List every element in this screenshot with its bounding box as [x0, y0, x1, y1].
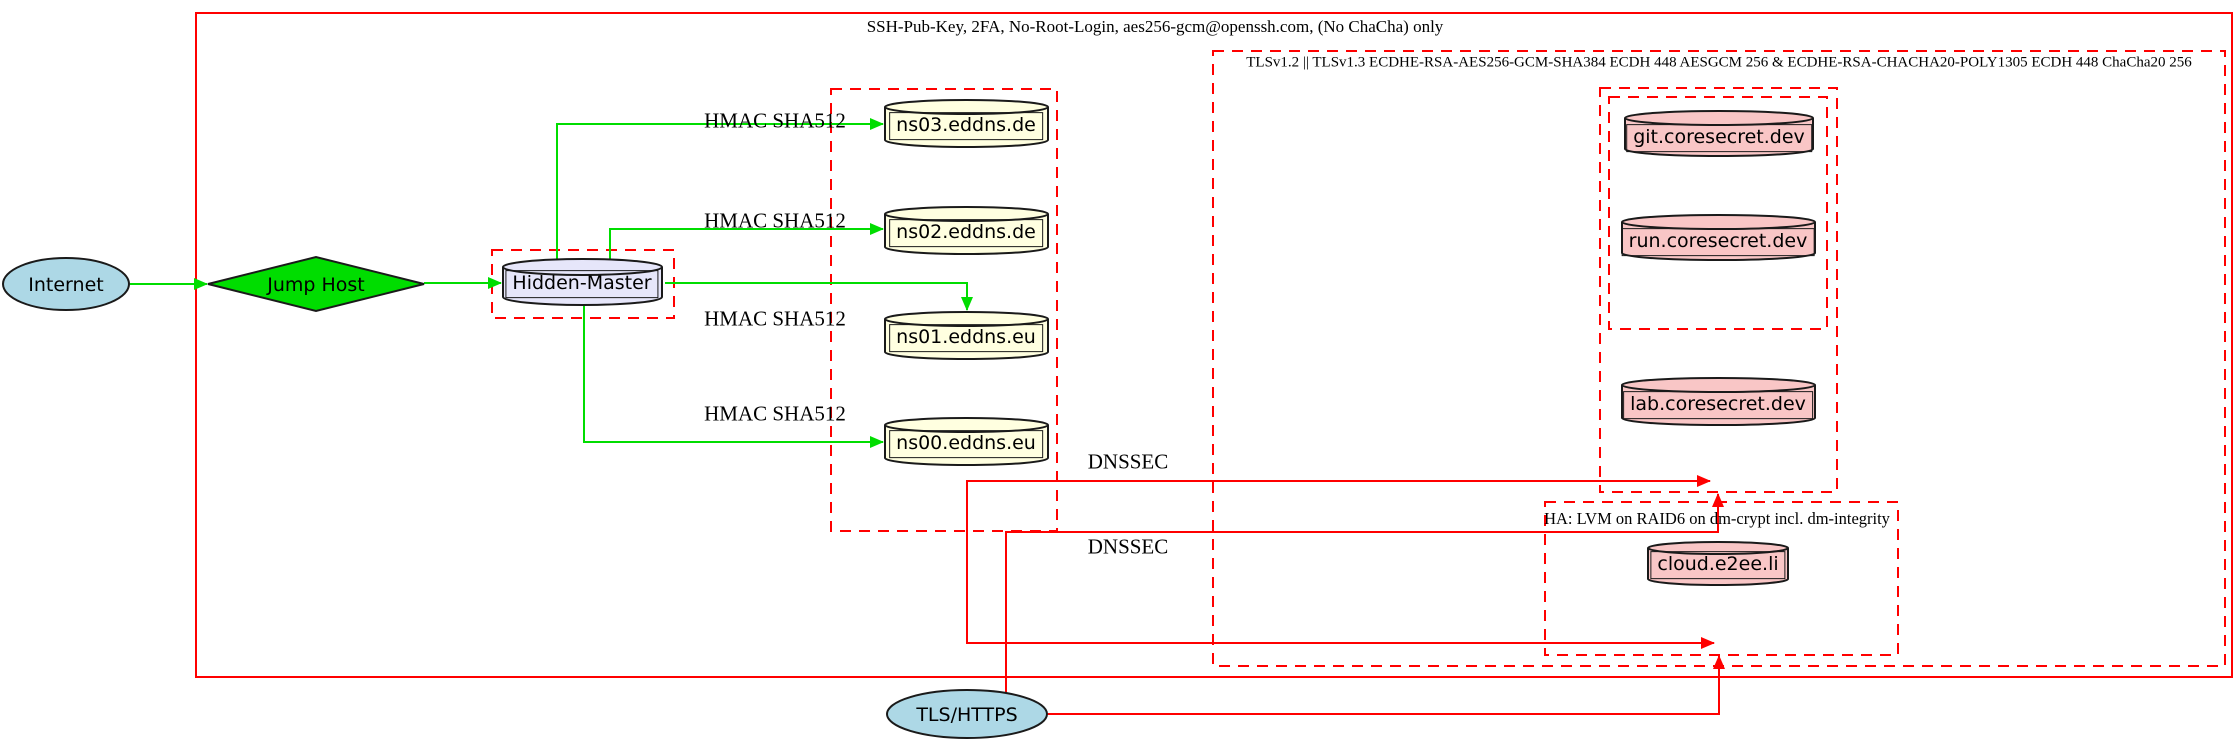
edge-label-hmac-ns03: HMAC SHA512 [704, 108, 846, 133]
edge-label-hmac-ns02: HMAC SHA512 [704, 208, 846, 233]
ns00-label: ns00.eddns.eu [889, 430, 1043, 458]
ns02-cylinder-rim [884, 213, 1049, 222]
coresecret-cluster-box [1599, 87, 1838, 493]
tls-https-label: TLS/HTTPS [916, 704, 1018, 726]
ns00-node [884, 417, 1049, 466]
ns03-label: ns03.eddns.de [889, 112, 1043, 140]
ns02-cylinder [884, 206, 1049, 255]
edge-hiddenmaster-ns00 [583, 306, 884, 448]
ns01-cylinder-rim [884, 318, 1049, 327]
edge-label-hmac-ns00: HMAC SHA512 [704, 401, 846, 426]
run-label: run.coresecret.dev [1621, 228, 1815, 256]
edge-label-hmac-ns01: HMAC SHA512 [704, 306, 846, 331]
jump-host-node [207, 255, 425, 313]
ns01-cylinder [884, 311, 1049, 360]
ns02-label: ns02.eddns.de [889, 219, 1043, 247]
hidden-master-label: Hidden-Master [505, 270, 659, 298]
internet-label: Internet [28, 274, 104, 296]
tls-cluster-label: TLSv1.2 || TLSv1.3 ECDHE-RSA-AES256-GCM-… [1246, 54, 2192, 71]
edge-label-dnssec-2: DNSSEC [1087, 534, 1169, 559]
ns03-node [884, 99, 1049, 148]
ssh-cluster-box [195, 12, 2233, 678]
tls-https-node [886, 689, 1048, 739]
jump-host-label: Jump Host [267, 274, 365, 296]
git-cylinder [1624, 110, 1814, 157]
eddns-cluster-box [830, 88, 1058, 532]
ns02-node [884, 206, 1049, 255]
edge-hiddenmaster-ns02 [609, 223, 884, 261]
cloud-cylinder-rim [1647, 547, 1789, 555]
edge-hiddenmaster-ns03 [556, 118, 884, 261]
coresecret-inner-cluster-box [1608, 96, 1828, 330]
edge-hiddenmaster-ns01 [665, 282, 973, 311]
internet-node [2, 257, 130, 311]
edge-dnssec-eddns-ha [966, 531, 1715, 649]
ns00-cylinder-rim [884, 424, 1049, 433]
edge-label-dnssec-1: DNSSEC [1087, 449, 1169, 474]
edge-tlshttps-coresecret [1005, 493, 1724, 693]
ns00-cylinder [884, 417, 1049, 466]
cloud-node [1647, 541, 1789, 586]
git-label: git.coresecret.dev [1626, 124, 1812, 152]
lab-cylinder [1621, 377, 1816, 426]
ns01-node [884, 311, 1049, 360]
ns03-cylinder [884, 99, 1049, 148]
run-cylinder [1621, 214, 1816, 261]
lab-label: lab.coresecret.dev [1623, 391, 1813, 419]
edge-tlshttps-ha [1047, 655, 1725, 715]
ns01-label: ns01.eddns.eu [889, 324, 1043, 352]
edge-dnssec-eddns-coresecret [966, 475, 1711, 531]
cloud-label: cloud.e2ee.li [1650, 551, 1786, 579]
ha-cluster-label: HA: LVM on RAID6 on dm-crypt incl. dm-in… [1544, 509, 1890, 528]
ssh-cluster-label: SSH-Pub-Key, 2FA, No-Root-Login, aes256-… [866, 17, 1444, 36]
ns03-cylinder-rim [884, 106, 1049, 115]
